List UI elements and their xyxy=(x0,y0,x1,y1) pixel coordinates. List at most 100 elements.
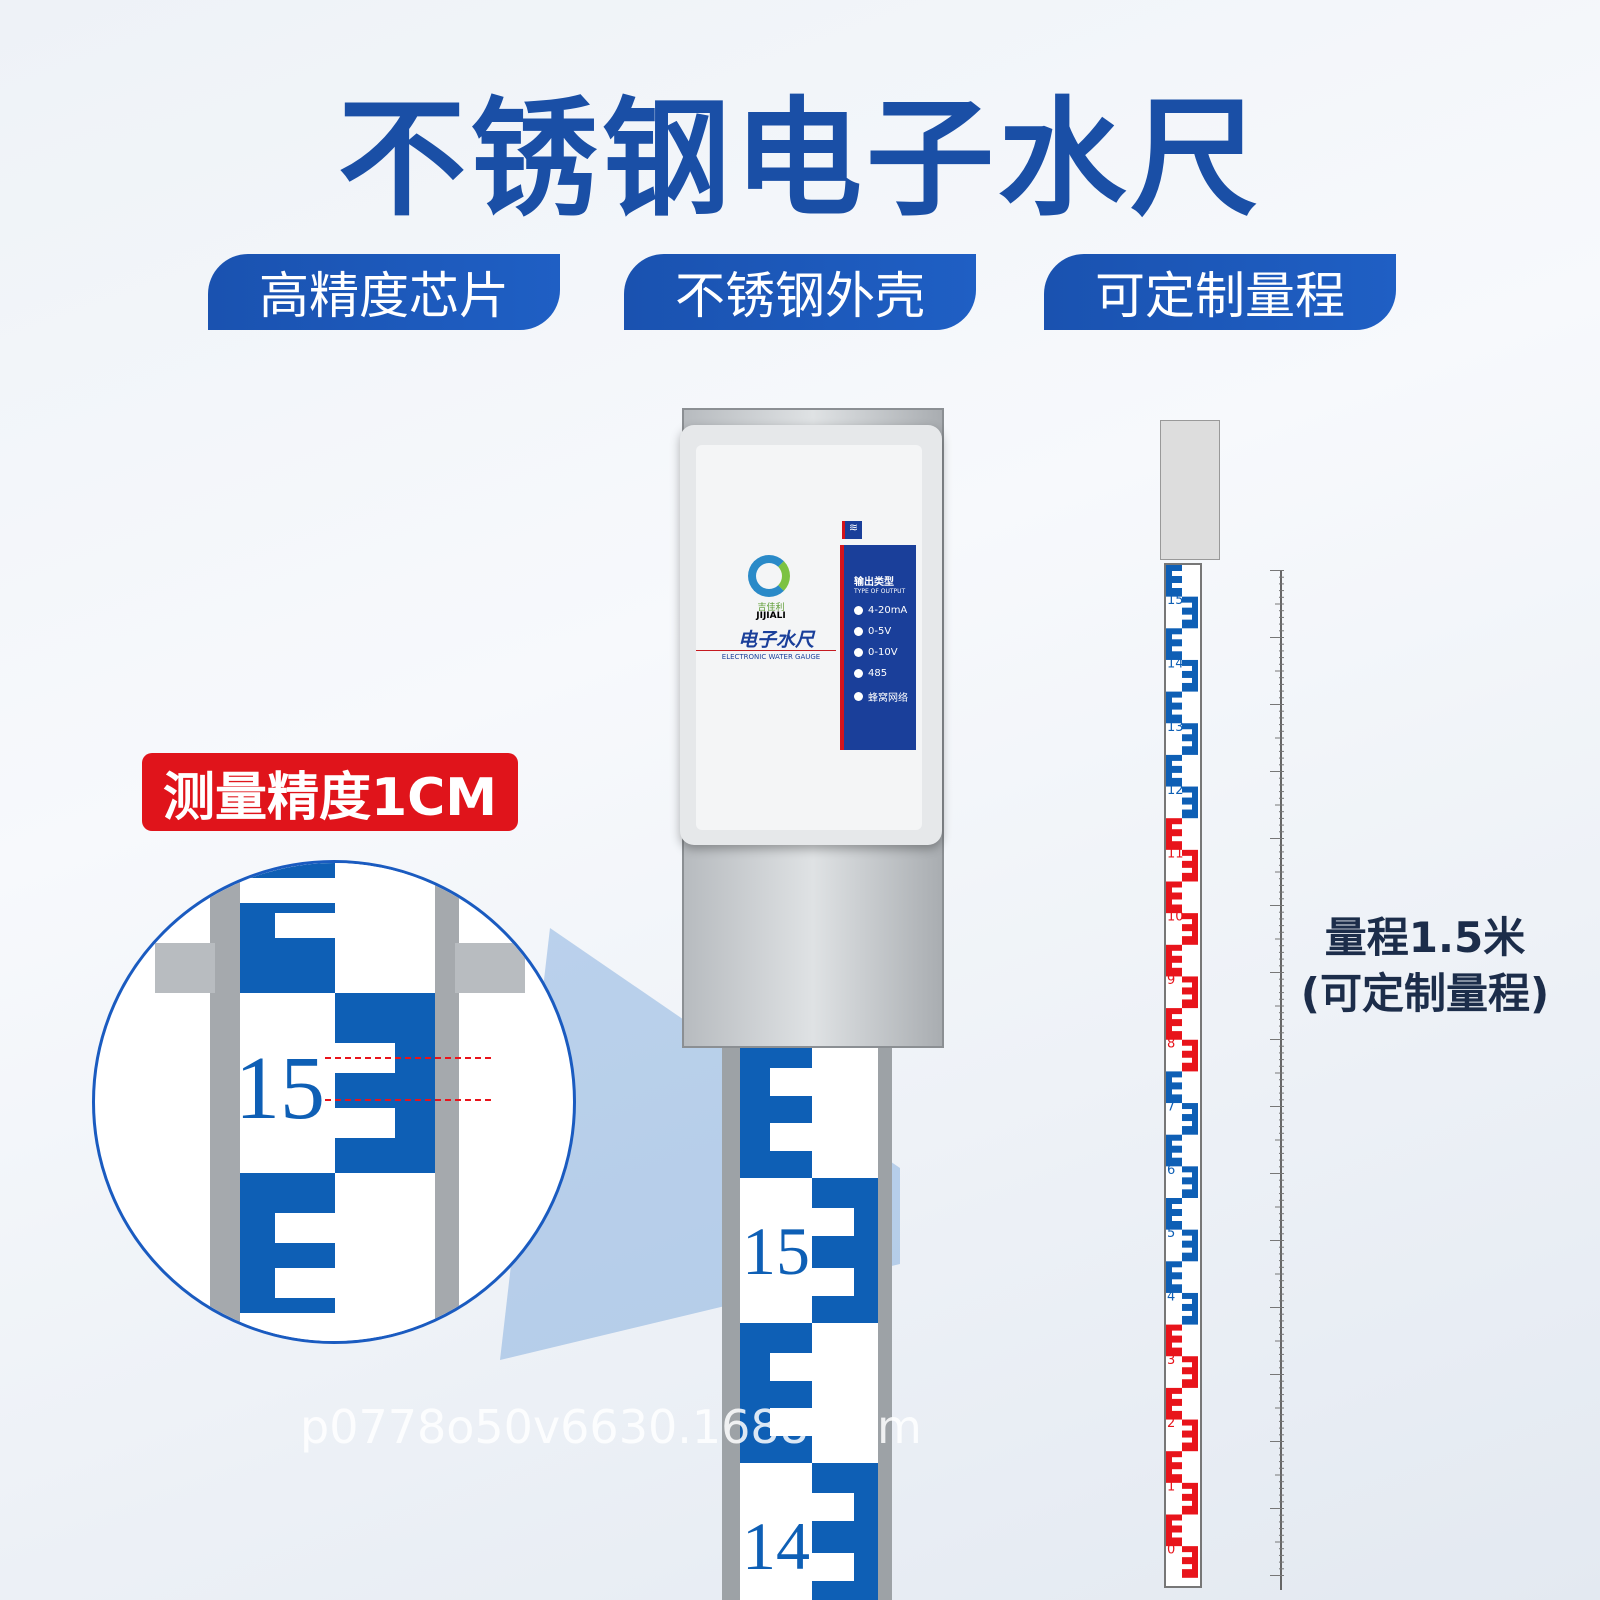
e-gap xyxy=(1182,1425,1192,1431)
scale-tick xyxy=(1279,1347,1284,1349)
scale-tick xyxy=(1279,797,1284,799)
scale-tick xyxy=(1279,583,1284,585)
e-gap xyxy=(1182,919,1192,925)
output-option: 蜂窝网络 xyxy=(854,689,916,704)
panel-subtitle: TYPE OF OUTPUT xyxy=(854,588,906,595)
scale-tick xyxy=(1279,657,1284,659)
output-option: 0-10V xyxy=(854,647,916,658)
scale-tick xyxy=(1279,1481,1284,1483)
scale-tick xyxy=(1279,985,1284,987)
e-mark xyxy=(1166,565,1182,597)
e-mark xyxy=(1166,1071,1182,1104)
scale-tick xyxy=(1275,1005,1284,1007)
scale-tick xyxy=(1279,1246,1284,1248)
e-gap xyxy=(1172,1405,1182,1411)
e-mark xyxy=(1166,1134,1182,1167)
scale-tick xyxy=(1279,1447,1284,1449)
scale-tick xyxy=(1279,744,1284,746)
e-gap xyxy=(1182,994,1192,1000)
e-gap xyxy=(1172,836,1182,842)
scale-tick xyxy=(1279,650,1284,652)
e-mark xyxy=(1166,1387,1182,1420)
scale-tick xyxy=(1279,1554,1284,1556)
scale-tick xyxy=(1279,1360,1284,1362)
scale-tick xyxy=(1279,1394,1284,1396)
e-mark xyxy=(1182,849,1198,882)
scale-tick xyxy=(1279,1018,1284,1020)
scale-tick xyxy=(1279,777,1284,779)
e-gap xyxy=(1182,729,1192,735)
scale-tick xyxy=(1275,1407,1284,1409)
scale-tick xyxy=(1279,811,1284,813)
scale-tick xyxy=(1279,1266,1284,1268)
scale-tick xyxy=(1279,851,1284,853)
ruler-number: 0 xyxy=(1167,1543,1175,1558)
feature-badge-chip: 高精度芯片 xyxy=(208,254,560,330)
e-gap xyxy=(1182,804,1192,810)
e-mark xyxy=(1182,723,1198,755)
e-mark xyxy=(1182,1419,1198,1452)
scale-tick xyxy=(1270,1039,1284,1040)
e-mark xyxy=(1182,596,1198,629)
ruler-number: 2 xyxy=(1167,1416,1175,1431)
e-mark xyxy=(1182,786,1198,819)
e-gap xyxy=(1182,1488,1192,1494)
e-gap xyxy=(1172,962,1182,968)
scale-tick xyxy=(1279,590,1284,592)
e-mark xyxy=(1182,1292,1198,1325)
scale-tick xyxy=(1279,1045,1284,1047)
scale-tick xyxy=(1279,1494,1284,1496)
scale-tick xyxy=(1279,690,1284,692)
e-mark xyxy=(1182,1546,1198,1578)
e-mark xyxy=(1182,659,1198,692)
scale-tick xyxy=(1279,1226,1284,1228)
ruler-number: 12 xyxy=(1167,783,1184,798)
scale-tick xyxy=(1279,1461,1284,1463)
scale-tick xyxy=(1270,1575,1284,1576)
scale-tick xyxy=(1279,1032,1284,1034)
scale-tick xyxy=(1279,1427,1284,1429)
scale-tick xyxy=(1279,992,1284,994)
e-mark xyxy=(1166,1198,1182,1230)
ruler-number: 6 xyxy=(1167,1163,1175,1178)
scale-tick xyxy=(1279,764,1284,766)
ruler-number: 11 xyxy=(1167,846,1184,861)
e-gap xyxy=(1182,1310,1192,1316)
e-mark xyxy=(1166,881,1182,914)
scale-tick xyxy=(1275,1139,1284,1141)
e-gap xyxy=(1182,1362,1192,1368)
e-gap xyxy=(1182,931,1192,937)
scale-tick xyxy=(1279,844,1284,846)
e-gap xyxy=(1182,1172,1192,1178)
scale-tick xyxy=(1279,1099,1284,1101)
ruler-number: 5 xyxy=(1167,1226,1175,1241)
e-gap xyxy=(1182,867,1192,873)
e-gap xyxy=(1172,899,1182,905)
scale-tick xyxy=(1279,730,1284,732)
scale-tick xyxy=(1279,1420,1284,1422)
e-gap xyxy=(1182,677,1192,683)
e-mark xyxy=(1166,1324,1182,1357)
e-mark xyxy=(812,1178,878,1323)
scale-tick xyxy=(1275,1273,1284,1275)
scale-tick xyxy=(1279,1286,1284,1288)
scale-tick xyxy=(1270,1307,1284,1308)
scale-tick xyxy=(1279,1260,1284,1262)
e-gap xyxy=(1182,614,1192,620)
scale-tick xyxy=(1279,1501,1284,1503)
ruler-number: 14 xyxy=(1167,657,1184,672)
e-gap xyxy=(1172,697,1182,703)
ruler-number: 15 xyxy=(1167,593,1184,608)
watermark: p0778o50v6630.1688.com xyxy=(300,1400,922,1454)
scale-tick xyxy=(1270,905,1284,906)
scale-tick xyxy=(1279,978,1284,980)
panel-title: 输出类型 xyxy=(854,577,894,588)
scale-tick xyxy=(1279,1561,1284,1563)
e-gap xyxy=(1182,1121,1192,1127)
scale-tick xyxy=(1279,1521,1284,1523)
e-gap xyxy=(1182,1374,1192,1380)
scale-tick xyxy=(1270,1508,1284,1509)
scale-tick xyxy=(1279,750,1284,752)
feature-badge-shell: 不锈钢外壳 xyxy=(624,254,976,330)
scale-tick xyxy=(1279,784,1284,786)
